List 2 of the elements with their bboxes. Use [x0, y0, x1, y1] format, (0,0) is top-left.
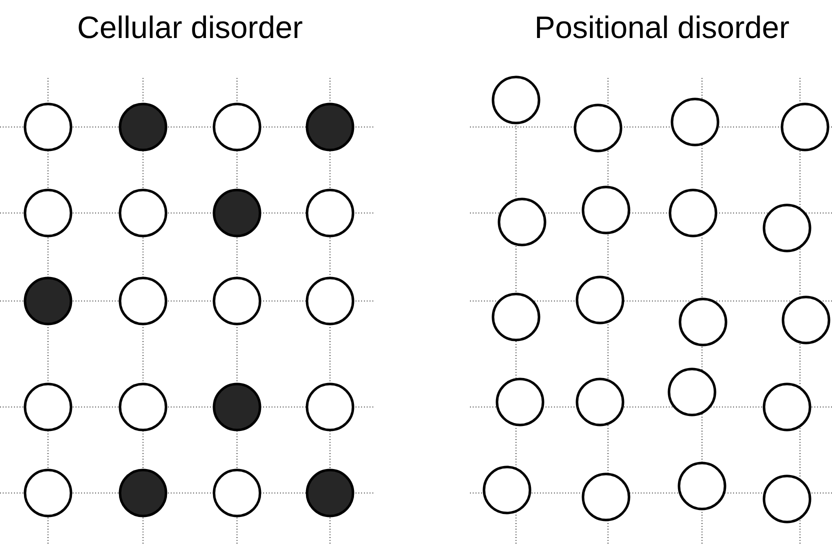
panel-title: Cellular disorder	[78, 16, 302, 38]
panel-title: Positional disorder	[537, 16, 789, 38]
